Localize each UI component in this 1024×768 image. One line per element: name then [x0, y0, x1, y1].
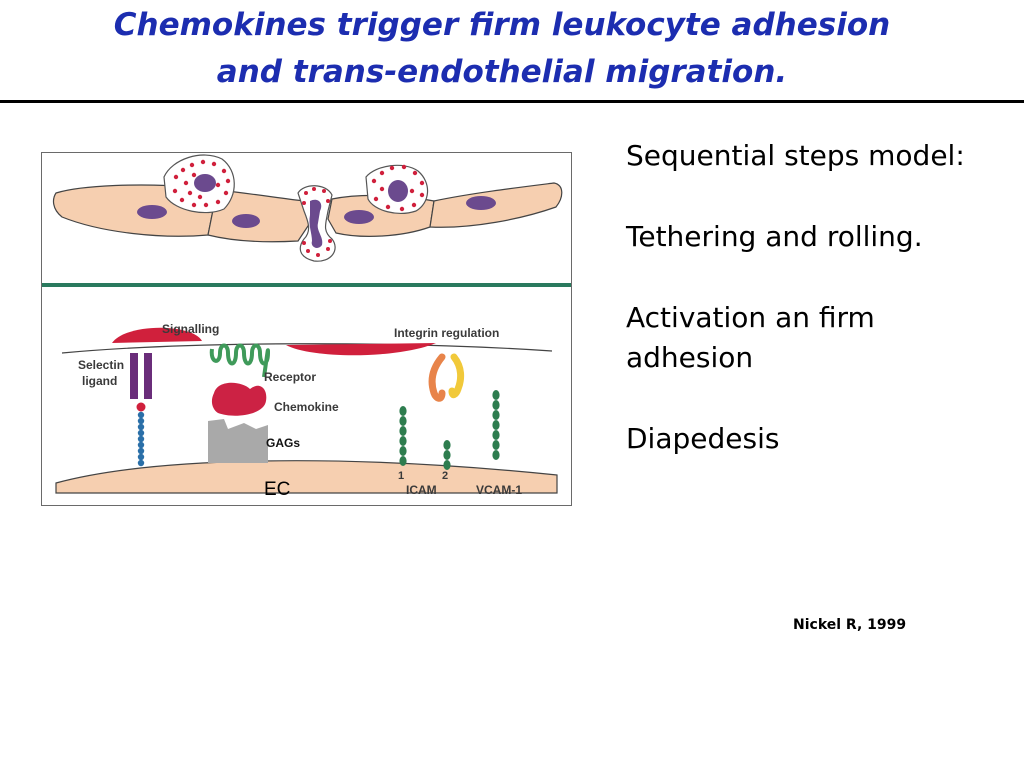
label-receptor: Receptor [264, 370, 316, 384]
label-ec: EC [264, 479, 290, 500]
vcam-1-molecule [492, 390, 500, 460]
icam-2-molecule [443, 440, 451, 470]
title-line-1: Chemokines trigger firm leukocyte adhesi… [113, 7, 891, 43]
steps-list: Sequential steps model: Tethering and ro… [626, 136, 1006, 500]
label-selectin: Selectin [78, 358, 124, 372]
ec-nucleus-1 [137, 205, 167, 219]
leukocyte-membrane [61, 343, 553, 354]
step-sequential-model: Sequential steps model: [626, 139, 965, 172]
label-icam-2-number: 2 [442, 470, 448, 482]
selectin-node [136, 402, 146, 412]
label-ligand: ligand [82, 374, 117, 388]
label-integrin-regulation: Integrin regulation [394, 326, 499, 340]
chemokine-receptor [209, 343, 271, 378]
panel-divider [42, 283, 571, 287]
ec-nucleus-4 [466, 196, 496, 210]
leukocyte-2-nucleus [309, 199, 323, 248]
label-chemokine: Chemokine [274, 400, 339, 414]
endothelial-nuclei [137, 196, 496, 228]
leukocyte-3-nucleus [388, 180, 408, 202]
icam-1-molecule [399, 406, 407, 466]
signalling-cap [112, 327, 202, 343]
endothelial-surface [55, 460, 558, 494]
title-divider [0, 100, 1024, 103]
gags [208, 419, 268, 463]
leukocyte-migration-diagram: Signalling Integrin regulation Selectin … [41, 152, 572, 506]
selectin-ligand [130, 353, 152, 467]
integrin-orange [428, 353, 446, 402]
selectin-bar-1 [130, 353, 138, 399]
integrin-yellow [448, 353, 465, 399]
chemokine [211, 382, 267, 416]
label-signalling: Signalling [162, 322, 219, 336]
label-vcam-1: VCAM-1 [476, 483, 522, 497]
citation: Nickel R, 1999 [793, 617, 907, 633]
integrins [428, 353, 465, 402]
ec-nucleus-2 [232, 214, 260, 228]
title-line-2: and trans-endothelial migration. [216, 54, 788, 90]
label-icam-1-number: 1 [398, 470, 404, 482]
leukocytes [163, 154, 429, 262]
ec-nucleus-3 [344, 210, 374, 224]
label-gags: GAGs [266, 436, 300, 450]
selectin-bar-2 [144, 353, 152, 399]
step-tethering-rolling: Tethering and rolling. [626, 220, 923, 253]
integrin-regulation-cap [286, 343, 436, 356]
step-diapedesis: Diapedesis [626, 422, 780, 455]
label-icam: ICAM [406, 483, 437, 497]
endothelial-cell-4 [429, 182, 563, 228]
step-activation-adhesion: Activation an firm adhesion [626, 301, 875, 374]
leukocyte-granules [172, 159, 425, 257]
slide-title: Chemokines trigger firm leukocyte adhesi… [0, 2, 1004, 96]
diagram-canvas: Signalling Integrin regulation Selectin … [42, 154, 571, 500]
selectin-ligand-stalk [137, 411, 145, 467]
leukocyte-1-nucleus [194, 174, 216, 192]
